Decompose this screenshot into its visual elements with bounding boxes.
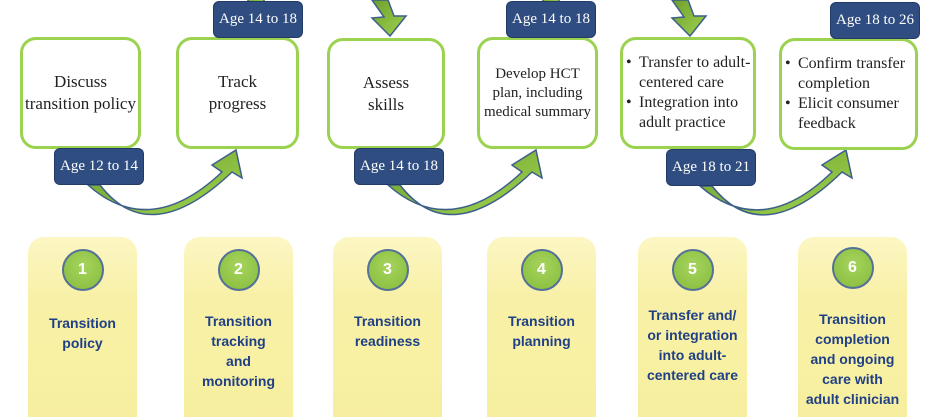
age-tag-4: Age 14 to 18: [507, 2, 595, 37]
age-tag-1: Age 12 to 14: [55, 149, 143, 184]
step-number-badge: 4: [520, 249, 563, 291]
step-box-3: Assess skills: [327, 38, 445, 149]
curved-arrow-1-2: [86, 148, 244, 216]
phase-label: Transition policy: [49, 315, 116, 351]
step-box-5: Transfer to adult-centered careIntegrati…: [620, 37, 756, 149]
step-number-badge: 1: [61, 249, 104, 291]
age-tag-5: Age 18 to 21: [667, 150, 755, 185]
bullet-item: Transfer to adult-centered care: [626, 53, 753, 93]
step-box-text: Track progress: [208, 72, 267, 113]
bullet-item: Confirm transfer completion: [785, 54, 915, 94]
step-box-text: Assess skills: [362, 72, 410, 114]
phase-label: Transition completion and ongoing care w…: [805, 311, 900, 407]
down-arrow-3: [370, 0, 408, 38]
step-box-4: Develop HCT plan, including medical summ…: [477, 37, 598, 149]
age-tag-2: Age 14 to 18: [214, 2, 302, 37]
curved-arrow-5-6: [697, 148, 854, 216]
age-tag-3: Age 14 to 18: [355, 149, 443, 184]
phase-label: Transition tracking and monitoring: [201, 313, 276, 389]
step-box-text: Develop HCT plan, including medical summ…: [483, 65, 592, 120]
step-number-badge: 2: [217, 249, 260, 291]
bullet-item: Integration into adult practice: [626, 93, 753, 133]
step-box-2: Track progress: [176, 37, 299, 149]
phase-label: Transition planning: [508, 313, 575, 349]
curved-arrow-3-4: [386, 148, 544, 216]
down-arrow-5: [670, 0, 708, 38]
step-box-1: Discuss transition policy: [20, 37, 141, 149]
step-bullets: Transfer to adult-centered careIntegrati…: [623, 53, 753, 133]
phase-label: Transfer and/ or integration into adult-…: [646, 307, 739, 383]
step-number-badge: 6: [831, 247, 874, 289]
step-box-text: Discuss transition policy: [25, 72, 136, 113]
phase-label: Transition readiness: [354, 313, 421, 349]
step-number-badge: 5: [671, 249, 714, 291]
bullet-item: Elicit consumer feedback: [785, 94, 915, 134]
step-bullets: Confirm transfer completionElicit consum…: [782, 54, 915, 134]
age-tag-6: Age 18 to 26: [831, 3, 919, 38]
step-box-6: Confirm transfer completionElicit consum…: [779, 38, 918, 150]
step-number-badge: 3: [366, 249, 409, 291]
